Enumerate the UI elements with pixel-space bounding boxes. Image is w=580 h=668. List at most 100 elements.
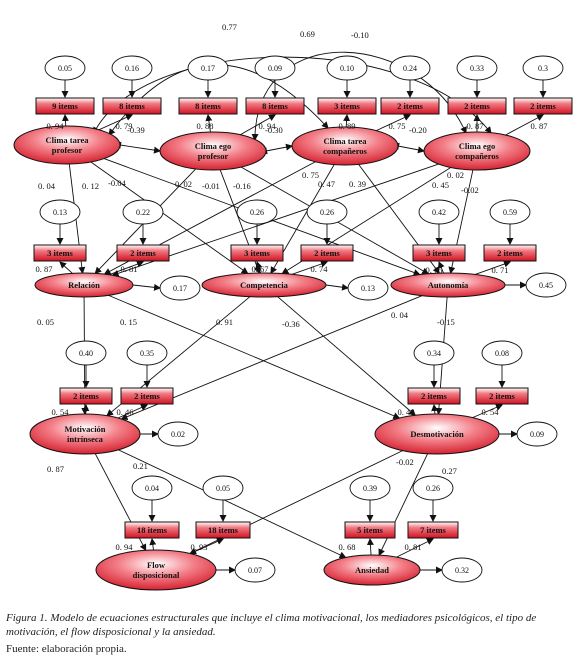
error-value-i8: 0.3 bbox=[538, 64, 548, 73]
loading-arrow-i19 bbox=[149, 538, 157, 551]
latent-cc bbox=[291, 126, 399, 166]
indicator-box-i22 bbox=[407, 521, 459, 539]
latent-ep bbox=[159, 131, 267, 171]
path-coef-rel-des: 0. 15 bbox=[120, 317, 137, 327]
loading-arrow-i18 bbox=[472, 404, 503, 419]
latent-mot bbox=[29, 413, 141, 455]
error-ellipse-i17 bbox=[413, 340, 455, 366]
path-coef-ep-aut: -0.16 bbox=[233, 181, 251, 191]
indicator-label-i11: 3 items bbox=[244, 248, 270, 258]
latent-label-ec-1: compañeros bbox=[455, 151, 499, 161]
error-value-i1: 0.05 bbox=[58, 64, 72, 73]
corr-ep-ec bbox=[251, 51, 467, 141]
loading-arrow-i4 bbox=[240, 114, 276, 136]
loading-value-i2: 0. 79 bbox=[116, 121, 133, 131]
error-ellipse-i1 bbox=[44, 55, 86, 81]
path-coef-aut-mot: 0. 04 bbox=[391, 310, 409, 320]
indicator-label-i7: 2 items bbox=[464, 101, 490, 111]
loading-value-i10: 0. 81 bbox=[121, 264, 138, 274]
latent-label-ec-0: Clima ego bbox=[459, 141, 496, 151]
latent-label-cc-1: compañeros bbox=[323, 146, 367, 156]
latent-label-cp-1: profesor bbox=[52, 145, 83, 155]
indicator-label-i22: 7 items bbox=[420, 525, 446, 535]
error-ellipse-i5 bbox=[326, 55, 368, 81]
path-coef-des-ans: 0.27 bbox=[442, 466, 457, 476]
loading-value-i14: 0. 71 bbox=[492, 265, 509, 275]
error-ellipse-i12 bbox=[306, 199, 348, 225]
path-coef-mot-flw: 0. 87 bbox=[47, 464, 64, 474]
indicator-box-i3 bbox=[178, 97, 238, 115]
latent-label-flw-1: disposicional bbox=[133, 570, 180, 580]
residual-value-aut: 0.45 bbox=[539, 281, 553, 290]
indicator-box-i7 bbox=[447, 97, 507, 115]
indicator-box-i20 bbox=[195, 521, 251, 539]
path-coef-cc-aut: 0. 39 bbox=[349, 179, 366, 189]
residual-ellipse-aut bbox=[525, 272, 567, 298]
loading-value-i3: 0. 88 bbox=[197, 121, 214, 131]
error-value-i13: 0.42 bbox=[432, 208, 446, 217]
error-value-i9: 0.13 bbox=[53, 208, 67, 217]
loading-value-i17: 0. 48 bbox=[398, 407, 415, 417]
latent-label-mot-0: Motivación bbox=[64, 424, 105, 434]
error-value-i6: 0.24 bbox=[403, 64, 417, 73]
error-value-i5: 0.10 bbox=[340, 64, 354, 73]
loading-arrow-i14 bbox=[475, 260, 511, 275]
path-coef-cc-com: 0. 47 bbox=[318, 179, 335, 189]
loading-arrow-i21 bbox=[366, 538, 374, 556]
figure-source: Fuente: elaboración propia. bbox=[6, 643, 127, 655]
latent-label-cp-0: Clima tarea bbox=[45, 135, 89, 145]
path-coef-cp-aut: -0.04 bbox=[108, 178, 126, 188]
path-coef-cp-rel: 0. 04 bbox=[38, 181, 56, 191]
indicator-box-i13 bbox=[412, 244, 466, 262]
indicator-label-i9: 3 items bbox=[47, 248, 73, 258]
loading-arrow-i8 bbox=[505, 114, 544, 136]
path-coef-cc-rel: 0. 75 bbox=[302, 170, 319, 180]
latent-aut bbox=[390, 272, 506, 298]
error-ellipse-i7 bbox=[456, 55, 498, 81]
indicator-label-i20: 18 items bbox=[208, 525, 239, 535]
indicator-box-i16 bbox=[120, 387, 174, 405]
error-ellipse-i9 bbox=[39, 199, 81, 225]
corr-ep-cc bbox=[260, 143, 293, 155]
indicator-box-i1 bbox=[35, 97, 95, 115]
error-ellipse-i22 bbox=[412, 475, 454, 501]
residual-ellipse-mot bbox=[157, 421, 199, 447]
corr-coef-ep-ec: 0.69 bbox=[300, 29, 315, 39]
indicator-label-i12: 2 items bbox=[314, 248, 340, 258]
error-ellipse-i4 bbox=[254, 55, 296, 81]
indicator-label-i19: 18 items bbox=[137, 525, 168, 535]
indicator-label-i14: 2 items bbox=[497, 248, 523, 258]
loading-value-i16: 0. 46 bbox=[117, 407, 134, 417]
loading-value-i4: 0. 94 bbox=[259, 121, 277, 131]
indicator-box-i18 bbox=[475, 387, 529, 405]
indicator-label-i8: 2 items bbox=[530, 101, 556, 111]
error-ellipse-i14 bbox=[489, 199, 531, 225]
error-value-i2: 0.16 bbox=[125, 64, 139, 73]
path-coef-rel-mot: 0. 05 bbox=[37, 317, 54, 327]
residual-value-des: 0.09 bbox=[530, 430, 544, 439]
path-com-des bbox=[277, 296, 417, 416]
error-ellipse-i21 bbox=[349, 475, 391, 501]
path-coef-ec-rel: 0. 02 bbox=[447, 170, 464, 180]
latent-label-ep-0: Clima ego bbox=[195, 141, 232, 151]
corr-coef-cp-ec: -0.10 bbox=[351, 30, 369, 40]
error-value-i21: 0.39 bbox=[363, 484, 377, 493]
error-ellipse-i2 bbox=[111, 55, 153, 81]
path-coef-com-mot: 0. 91 bbox=[216, 317, 233, 327]
loading-value-i13: 0. 75 bbox=[426, 265, 443, 275]
indicator-label-i15: 2 items bbox=[73, 391, 99, 401]
loading-value-i7: 0. 87 bbox=[467, 121, 484, 131]
latent-label-mot-1: intrínseca bbox=[67, 434, 104, 444]
loading-value-i9: 0. 87 bbox=[36, 264, 53, 274]
error-value-i20: 0.05 bbox=[216, 484, 230, 493]
loading-value-i19: 0. 94 bbox=[116, 542, 134, 552]
corr-coef-cp-cc: 0.77 bbox=[222, 22, 237, 32]
loading-arrow-i5 bbox=[343, 114, 351, 128]
loading-value-i15: 0. 54 bbox=[52, 407, 70, 417]
indicator-label-i21: 5 items bbox=[357, 525, 383, 535]
indicator-box-i12 bbox=[300, 244, 354, 262]
indicator-box-i10 bbox=[116, 244, 170, 262]
loading-value-i20: 0. 93 bbox=[191, 542, 208, 552]
latent-cp bbox=[13, 125, 121, 165]
